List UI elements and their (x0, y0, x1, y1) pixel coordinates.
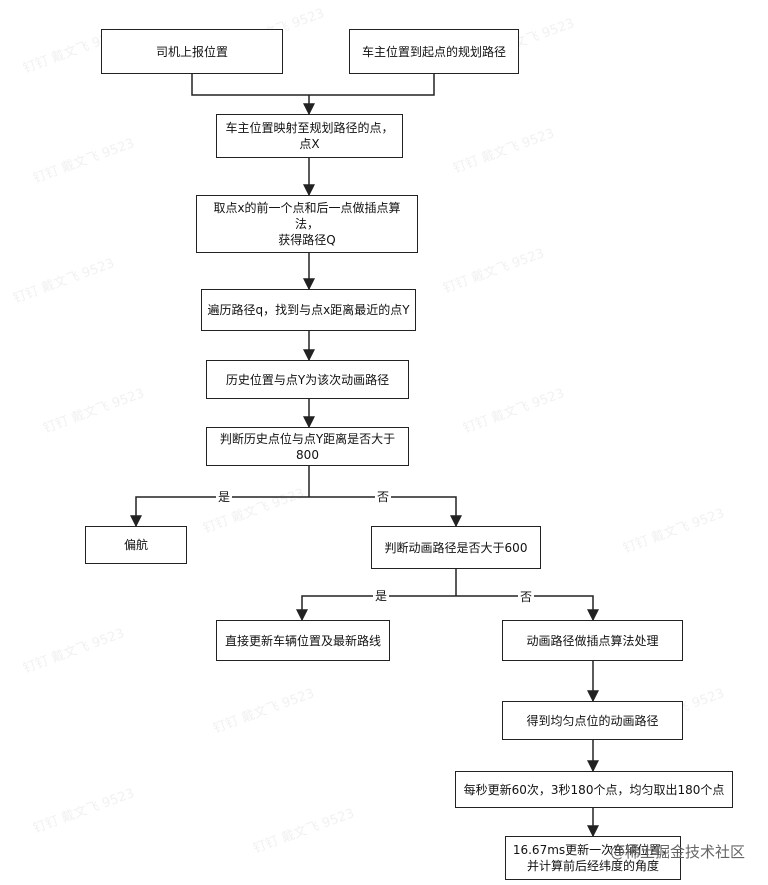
edge-label-yes: 是 (216, 490, 233, 504)
edge-judge800-yes (130, 496, 309, 528)
node-driver-report: 司机上报位置 (101, 29, 283, 74)
node-map-point: 车主位置映射至规划路径的点， 点X (216, 114, 403, 158)
edge-judge800-no (309, 496, 462, 528)
node-interpolate-q: 取点x的前一个点和后一点做插点算 法， 获得路径Q (196, 195, 418, 253)
edge-route-merge (309, 74, 435, 96)
edge-driver-merge (191, 74, 309, 96)
edge-judge600-no (456, 595, 599, 622)
edge-judge600-yes (296, 595, 456, 622)
node-direct-update: 直接更新车辆位置及最新路线 (216, 620, 390, 661)
node-route-plan: 车主位置到起点的规划路径 (349, 29, 519, 74)
node-judge-800: 判断历史点位与点Y距离是否大于 800 (206, 427, 409, 466)
node-deviate: 偏航 (85, 526, 187, 564)
node-per-second: 每秒更新60次，3秒180个点，均匀取出180个点 (455, 771, 733, 808)
edge-label-no: 否 (375, 490, 392, 504)
node-per-frame: 16.67ms更新一次车辆位置， 并计算前后经纬度的角度 (505, 836, 681, 880)
node-traverse: 遍历路径q，找到与点x距离最近的点Y (201, 289, 416, 331)
node-interp-process: 动画路径做插点算法处理 (502, 620, 683, 661)
node-judge-600: 判断动画路径是否大于600 (371, 526, 541, 569)
footer-watermark: @稀土掘金技术社区 (610, 843, 746, 861)
edge-label-yes: 是 (373, 589, 390, 603)
edge-label-no: 否 (518, 590, 535, 604)
node-anim-path: 历史位置与点Y为该次动画路径 (206, 360, 409, 399)
node-uniform-path: 得到均匀点位的动画路径 (502, 701, 683, 740)
